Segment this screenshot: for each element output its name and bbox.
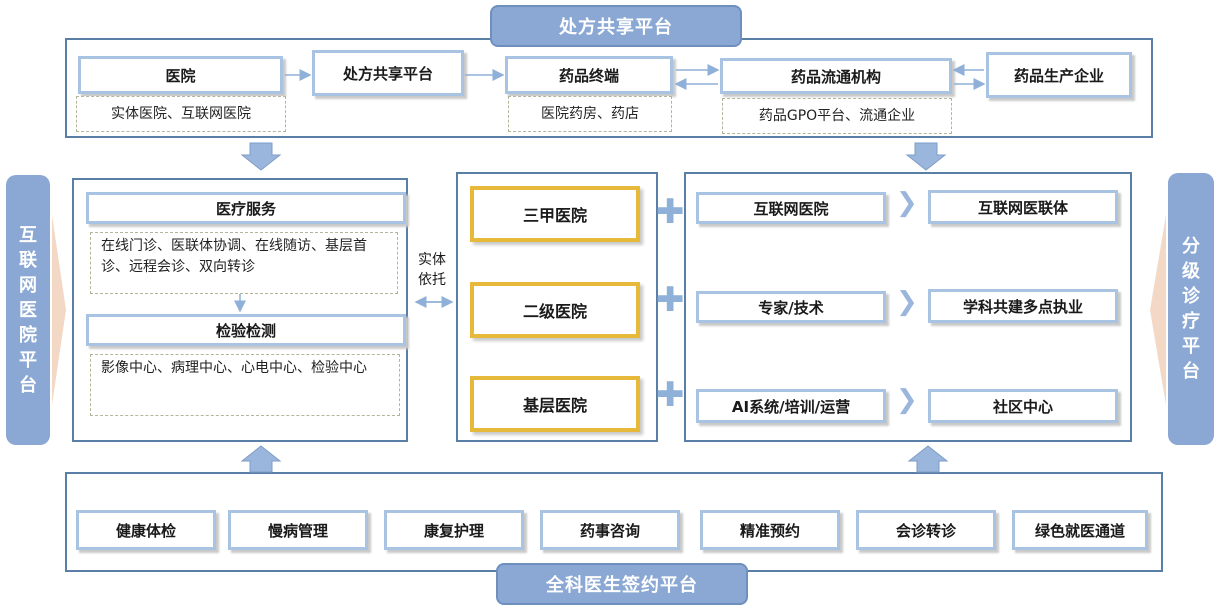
service-item: 绿色就医通道 [1012,510,1148,550]
medical-service-note: 在线门诊、医联体协调、在线随访、基层首诊、远程会诊、双向转诊 [90,232,398,294]
service-item: 慢病管理 [228,510,368,550]
medical-service-box: 医疗服务 [86,192,406,224]
row2-right: 学科共建多点执业 [928,289,1118,323]
right-platform-title: 分级诊疗平台 [1168,173,1214,445]
row3-right: 社区中心 [928,389,1118,423]
service-item: 康复护理 [384,510,524,550]
inspection-note: 影像中心、病理中心、心电中心、检验中心 [90,354,400,416]
flow-drug-distribution: 药品流通机构 [720,58,952,94]
inspection-box: 检验检测 [86,314,406,346]
tier2-hospital: 二级医院 [470,282,640,338]
distribution-note: 药品GPO平台、流通企业 [722,98,952,134]
row1-left: 互联网医院 [696,192,886,224]
plus-icon: ✚ [656,375,685,415]
primary-hospital: 基层医院 [470,376,640,432]
connector-label: 实体依托 [418,252,446,288]
chevron-right-icon: ❯ [896,188,918,218]
row2-left: 专家/技术 [696,291,886,323]
chevron-right-icon: ❯ [896,287,918,317]
top-platform-title: 处方共享平台 [490,5,742,47]
bottom-platform-title: 全科医生签约平台 [496,563,748,605]
flow-hospital: 医院 [78,56,283,94]
service-item: 健康体检 [76,510,216,550]
terminal-note: 医院药房、药店 [508,96,672,132]
row1-right: 互联网医联体 [928,190,1118,224]
flow-drug-manufacturer: 药品生产企业 [986,52,1132,98]
hospital-note: 实体医院、互联网医院 [76,96,286,132]
left-platform-title: 互联网医院平台 [6,175,50,445]
flow-prescription-platform: 处方共享平台 [312,50,464,96]
tier3-hospital: 三甲医院 [470,186,640,242]
row3-left: AI系统/培训/运营 [696,389,886,423]
service-item: 会诊转诊 [856,510,996,550]
service-item: 精准预约 [700,510,840,550]
plus-icon: ✚ [656,192,685,232]
plus-icon: ✚ [656,280,685,320]
chevron-right-icon: ❯ [896,385,918,415]
service-item: 药事咨询 [540,510,680,550]
flow-drug-terminal: 药品终端 [505,56,673,94]
